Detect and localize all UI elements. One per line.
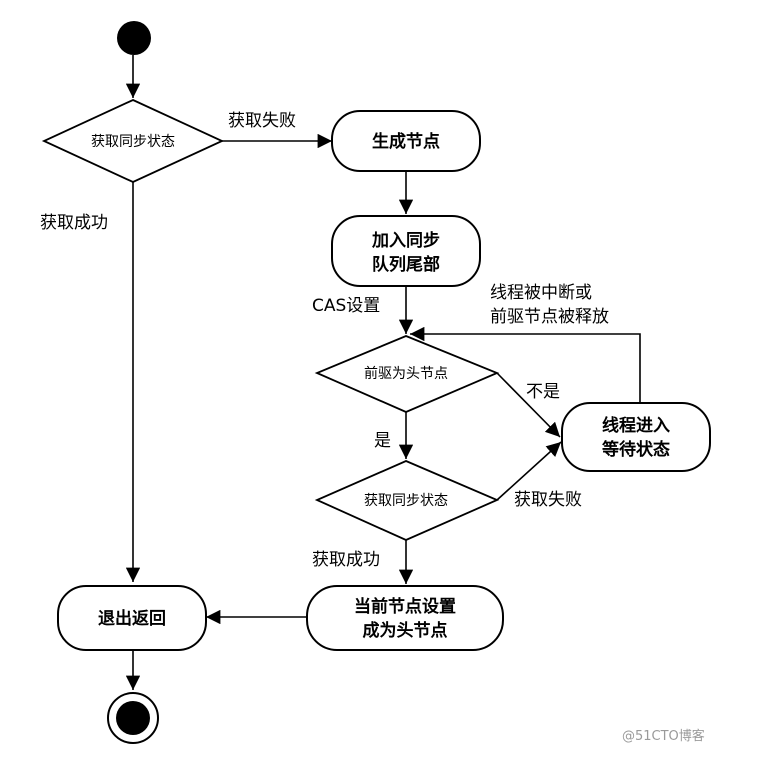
decision-acquire-top: 获取同步状态: [41, 99, 225, 183]
node-wait-line2: 等待状态: [602, 439, 670, 460]
edge-label-yes: 是: [374, 431, 391, 451]
decision-acquire-bottom: 获取同步状态: [314, 460, 500, 541]
node-generate: 生成节点: [331, 110, 481, 172]
node-wait-line1: 线程进入: [602, 415, 670, 436]
edge-label-cas-set: CAS设置: [312, 296, 380, 316]
edge-pred-to-wait: [496, 372, 561, 438]
edge-label-fail-bottom: 获取失败: [514, 490, 582, 510]
end-node: [107, 692, 159, 744]
edge-wait-loop-back: [410, 326, 641, 403]
decision-acquire-bottom-label: 获取同步状态: [364, 493, 448, 509]
node-exit-return: 退出返回: [57, 585, 207, 651]
edge-label-no: 不是: [526, 382, 560, 402]
edge-label-interrupt-line1: 线程被中断或: [490, 283, 592, 303]
node-join-queue-line2: 队列尾部: [372, 254, 440, 275]
node-join-queue: 加入同步 队列尾部: [331, 215, 481, 287]
decision-acquire-top-label: 获取同步状态: [91, 134, 175, 150]
node-set-head: 当前节点设置 成为头节点: [306, 585, 504, 651]
watermark: @51CTO博客: [622, 728, 705, 744]
edge-label-fail-top: 获取失败: [228, 111, 296, 131]
node-set-head-line2: 成为头节点: [363, 620, 448, 641]
node-wait: 线程进入 等待状态: [561, 402, 711, 472]
node-generate-label: 生成节点: [372, 131, 440, 152]
decision-pred-is-head: 前驱为头节点: [314, 335, 500, 413]
node-set-head-line1: 当前节点设置: [354, 596, 456, 617]
edge-label-interrupt-line2: 前驱节点被释放: [490, 307, 609, 327]
node-exit-return-label: 退出返回: [98, 608, 166, 629]
edge-label-success-left: 获取成功: [40, 213, 108, 233]
decision-pred-is-head-label: 前驱为头节点: [364, 365, 448, 382]
start-node: [117, 21, 151, 55]
node-join-queue-line1: 加入同步: [371, 230, 440, 251]
edges: [125, 55, 641, 690]
edge-acquire-to-wait: [496, 441, 562, 501]
edge-label-success-bottom: 获取成功: [312, 550, 380, 570]
